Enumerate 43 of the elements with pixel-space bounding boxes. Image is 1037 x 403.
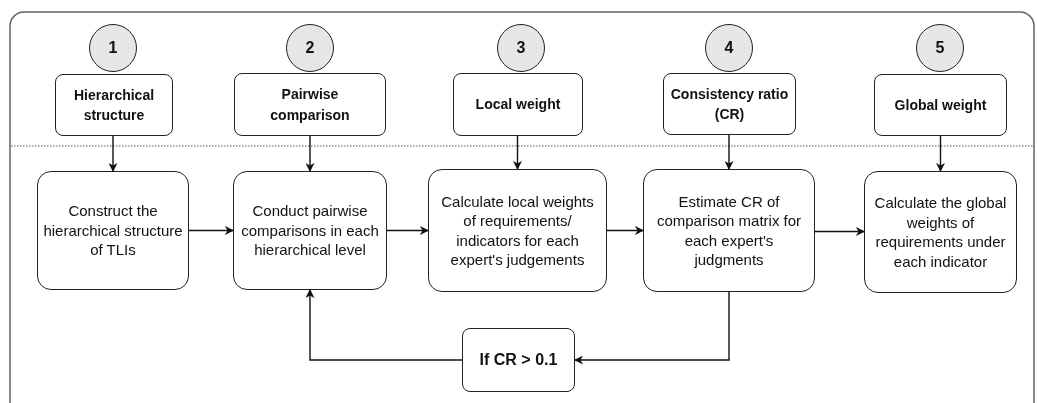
condition-box	[462, 328, 575, 392]
arrow	[606, 226, 644, 235]
step-title-box	[874, 74, 1007, 136]
process-box	[428, 169, 607, 292]
arrow	[936, 135, 945, 172]
step-number-circle	[916, 24, 964, 72]
step-title-box	[55, 74, 173, 136]
node-text: If CR > 0.1	[479, 351, 558, 369]
step-title-box	[663, 73, 796, 135]
node-text: Local weight	[475, 95, 561, 115]
step-number: 3	[516, 39, 526, 57]
node-text: Global weight	[894, 95, 987, 115]
arrow	[188, 226, 234, 235]
node-text: Estimate CR of comparison matrix for each expert's judgments	[655, 191, 803, 270]
step-number: 2	[305, 39, 315, 57]
process-box	[233, 171, 387, 290]
process-box	[643, 169, 815, 292]
step-number-circle	[89, 24, 137, 72]
node-text: Conduct pairwise comparisons in each hierarchical level	[240, 201, 380, 260]
node-text: Construct the hierarchical structure of TLIs	[42, 201, 184, 260]
step-number: 4	[724, 39, 734, 57]
arrow	[305, 289, 463, 361]
step-number: 5	[935, 39, 945, 57]
node-text: Hierarchical structure	[72, 85, 156, 125]
arrow	[724, 134, 734, 170]
arrow	[108, 135, 118, 172]
process-box	[864, 171, 1017, 293]
step-number-circle	[286, 24, 334, 72]
arrow	[574, 291, 730, 365]
step-title-box	[234, 73, 386, 136]
step-title-box	[453, 73, 583, 136]
step-number-circle	[705, 24, 753, 72]
step-number-circle	[497, 24, 545, 72]
arrow	[305, 135, 315, 172]
arrow	[386, 226, 429, 235]
arrow	[513, 135, 522, 170]
node-text: Pairwise comparison	[269, 85, 351, 125]
node-text: Calculate local weights of requirements/ indicators for each expert's judgements	[440, 191, 595, 270]
process-box	[37, 171, 189, 290]
step-number: 1	[108, 39, 118, 57]
node-text: Calculate the global weights of requirements under each indicator	[873, 193, 1008, 271]
node-text: Consistency ratio (CR)	[670, 84, 789, 124]
arrow	[814, 227, 865, 236]
